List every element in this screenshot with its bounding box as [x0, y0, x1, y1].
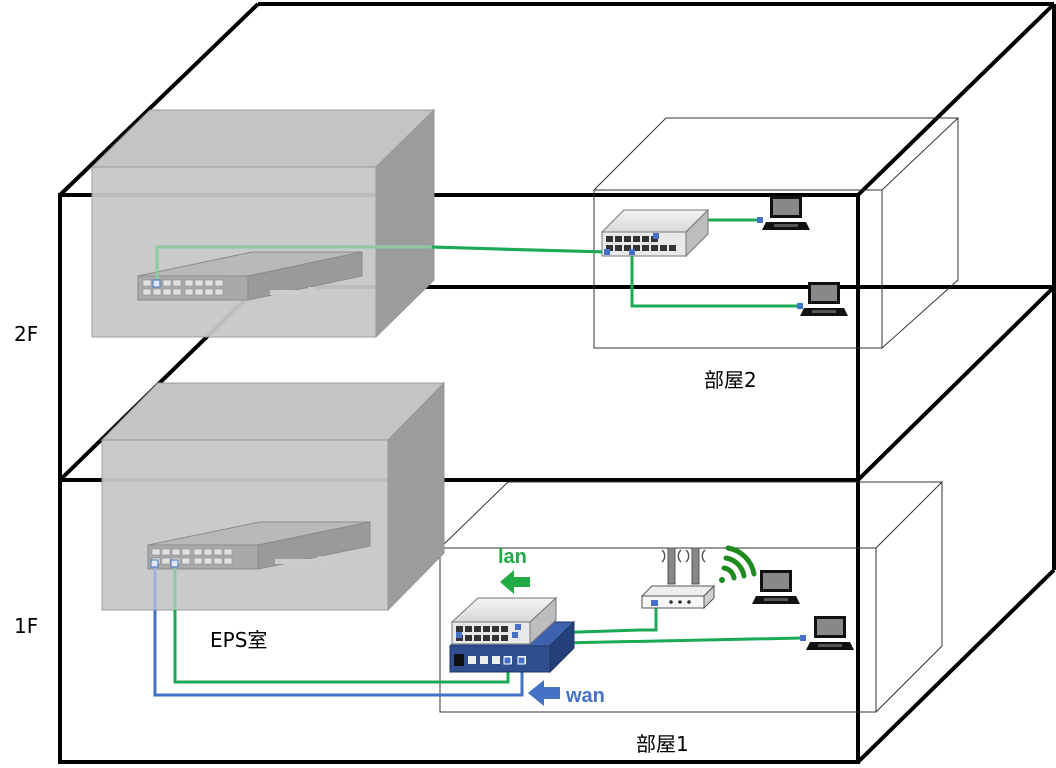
room2-switch: [600, 208, 710, 258]
cables-2f: [155, 218, 800, 308]
wan-label: wan: [566, 685, 605, 707]
floor-label-1f: 1F: [14, 614, 39, 638]
laptop-icon: [762, 196, 810, 230]
lan-label: lan: [498, 546, 527, 568]
floor-label-2f: 2F: [14, 322, 39, 346]
room1-box: [439, 481, 943, 713]
room1-switch: [450, 596, 558, 646]
eps-shaft-1f: [100, 381, 446, 612]
room1-label: 部屋1: [636, 732, 689, 756]
laptop-icon: [806, 616, 854, 650]
laptop-icon: [752, 570, 800, 604]
eps-shaft-2f: [90, 108, 436, 339]
building-frame: [58, 2, 1056, 764]
lan-arrow-icon: [500, 570, 530, 594]
wan-arrow-icon: [528, 680, 560, 706]
eps-room-label: EPS室: [210, 628, 268, 652]
wifi-router-icon: [640, 547, 716, 610]
room2-box: [593, 117, 959, 349]
core-switch-1f: [147, 521, 371, 570]
wifi-signal-icon: [719, 545, 757, 583]
room2-label: 部屋2: [704, 368, 757, 392]
